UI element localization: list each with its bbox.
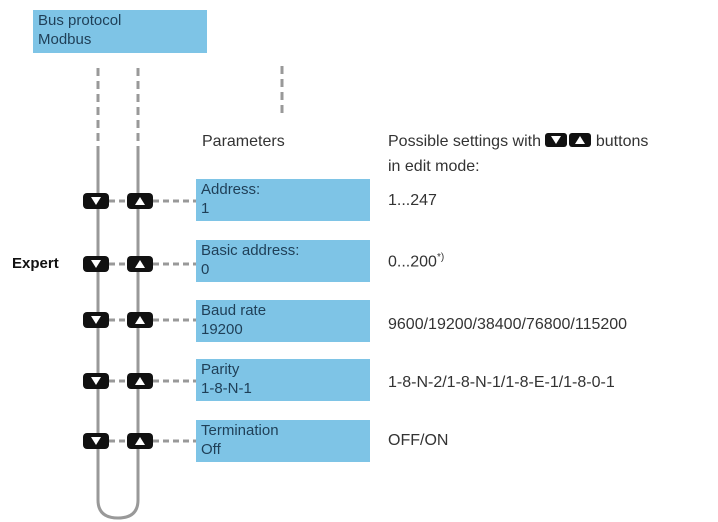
- up-button-icon[interactable]: [127, 373, 153, 389]
- settings-heading-line1: Possible settings with buttons: [388, 133, 648, 151]
- parameter-box-basic-address: Basic address: 0: [196, 240, 370, 282]
- up-button-icon[interactable]: [127, 256, 153, 272]
- down-button-icon[interactable]: [83, 256, 109, 272]
- settings-heading-line2: in edit mode:: [388, 158, 480, 175]
- parameter-value: 19200: [201, 321, 243, 338]
- settings-heading-tail: buttons: [595, 133, 649, 150]
- setting-range: 1...247: [388, 192, 437, 209]
- parameter-name: Parity: [201, 361, 240, 378]
- parameter-box-termination: Termination Off: [196, 420, 370, 462]
- up-button-icon-small: [569, 133, 592, 147]
- parameter-box-parity: Parity 1-8-N-1: [196, 359, 370, 401]
- up-button-icon[interactable]: [127, 193, 153, 209]
- bus-protocol-value: Modbus: [38, 31, 92, 48]
- parameter-value: 0: [201, 261, 210, 278]
- parameter-name: Termination: [201, 422, 279, 439]
- setting-range: OFF/ON: [388, 432, 449, 449]
- parameter-name: Basic address:: [201, 242, 300, 259]
- parameter-value: Off: [201, 441, 221, 458]
- up-button-icon[interactable]: [127, 433, 153, 449]
- setting-range: 1-8-N-2/1-8-N-1/1-8-E-1/1-8-0-1: [388, 374, 615, 391]
- bus-protocol-box: Bus protocol Modbus: [33, 10, 207, 53]
- setting-range-text: 0...200: [388, 253, 437, 271]
- down-button-icon[interactable]: [83, 373, 109, 389]
- setting-range: 0...200*): [388, 252, 444, 271]
- expert-label: Expert: [12, 255, 59, 272]
- footnote-marker: *): [436, 252, 445, 263]
- down-button-icon[interactable]: [83, 312, 109, 328]
- down-button-icon[interactable]: [83, 433, 109, 449]
- down-button-icon-small: [545, 133, 568, 147]
- parameter-name: Baud rate: [201, 302, 267, 319]
- parameter-name: Address:: [201, 181, 261, 198]
- settings-heading-text: Possible settings with: [388, 133, 541, 150]
- parameter-value: 1-8-N-1: [201, 380, 252, 397]
- parameter-box-address: Address: 1: [196, 179, 370, 221]
- bus-protocol-title: Bus protocol: [38, 12, 122, 29]
- setting-range: 9600/19200/38400/76800/115200: [388, 316, 628, 333]
- up-button-icon[interactable]: [127, 312, 153, 328]
- parameter-box-baud-rate: Baud rate 19200: [196, 300, 370, 342]
- down-button-icon[interactable]: [83, 193, 109, 209]
- parameters-heading: Parameters: [202, 133, 285, 150]
- parameter-value: 1: [201, 200, 210, 217]
